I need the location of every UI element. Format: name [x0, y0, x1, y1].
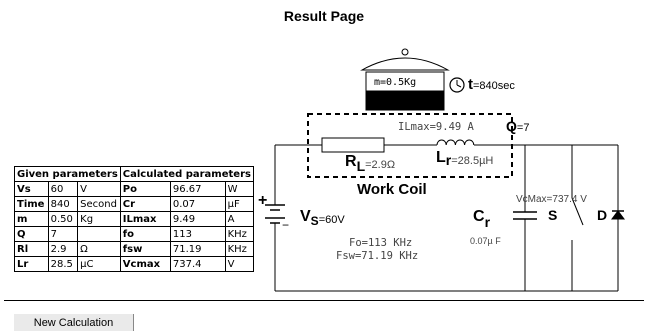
lr-symbol: L [436, 149, 446, 166]
vcmax-label: VcMax=737.4 V [516, 194, 587, 205]
ilmax-label: ILmax=9.49 A [398, 121, 474, 133]
rl-label: RL=2.9Ω [345, 153, 396, 174]
work-coil-label: Work Coil [357, 181, 427, 198]
table-header-row: Given parameters Calculated parameters [14, 166, 254, 182]
switch-label: S [548, 207, 558, 223]
calc-name: Vcmax [119, 256, 171, 272]
time-label: t=840sec [468, 76, 515, 94]
table-row: m 0.50 Kg ILmax 9.49 A [14, 211, 254, 227]
cr-value: 0.07µ F [470, 236, 501, 246]
minus-sign: − [282, 218, 290, 232]
cr-symbol: C [473, 208, 485, 225]
resistor-icon [321, 137, 385, 153]
plus-sign: + [258, 192, 268, 209]
diode-label: D [597, 207, 608, 223]
clock-icon [449, 77, 465, 93]
battery-icon [265, 204, 285, 228]
calc-value: 737.4 [169, 256, 226, 272]
divider [4, 300, 644, 301]
new-calculation-button[interactable]: New Calculation [14, 314, 134, 331]
rl-symbol: R [345, 153, 357, 170]
q-symbol: Q [506, 118, 517, 134]
given-name: Lr [14, 256, 49, 272]
vs-value: =60V [318, 214, 345, 226]
parameters-table: Given parameters Calculated parameters V… [14, 166, 254, 272]
lr-value: =28.5µH [451, 155, 494, 167]
circuit-wires [274, 144, 619, 292]
time-symbol: t [468, 76, 473, 93]
inductor-icon [436, 139, 475, 146]
calc-unit: W [224, 181, 254, 197]
diode-icon [611, 210, 625, 220]
cr-label: Cr [473, 208, 490, 230]
time-value: =840sec [473, 80, 515, 92]
calc-unit: A [224, 211, 254, 227]
fo-label: Fo=113 KHz [349, 237, 413, 249]
lr-subscript: r [445, 152, 452, 168]
q-value: =7 [516, 122, 530, 134]
table-row: Lr 28.5 µC Vcmax 737.4 V [14, 256, 254, 272]
table-row: Rl 2.9 Ω fsw 71.19 KHz [14, 241, 254, 257]
capacitor-icon [513, 211, 537, 220]
vs-label: VS=60V [300, 208, 345, 228]
table-row: Time 840 Second Cr 0.07 µF [14, 196, 254, 212]
fsw-label: Fsw=71.19 KHz [336, 250, 419, 262]
page-title: Result Page [283, 8, 365, 24]
cr-subscript: r [484, 214, 491, 230]
mass-label: m=0.5Kg [374, 77, 417, 88]
q-label: Q=7 [506, 118, 529, 136]
vs-symbol: V [300, 208, 311, 225]
rl-subscript: L [356, 158, 366, 174]
rl-value: =2.9Ω [365, 159, 396, 171]
pot-icon [360, 48, 450, 111]
table-row: Q 7 fo 113 KHz [14, 226, 254, 242]
calc-unit: V [224, 256, 254, 272]
lr-label: Lr=28.5µH [436, 149, 494, 168]
given-name: Time [14, 196, 49, 212]
vs-subscript: S [310, 214, 319, 228]
